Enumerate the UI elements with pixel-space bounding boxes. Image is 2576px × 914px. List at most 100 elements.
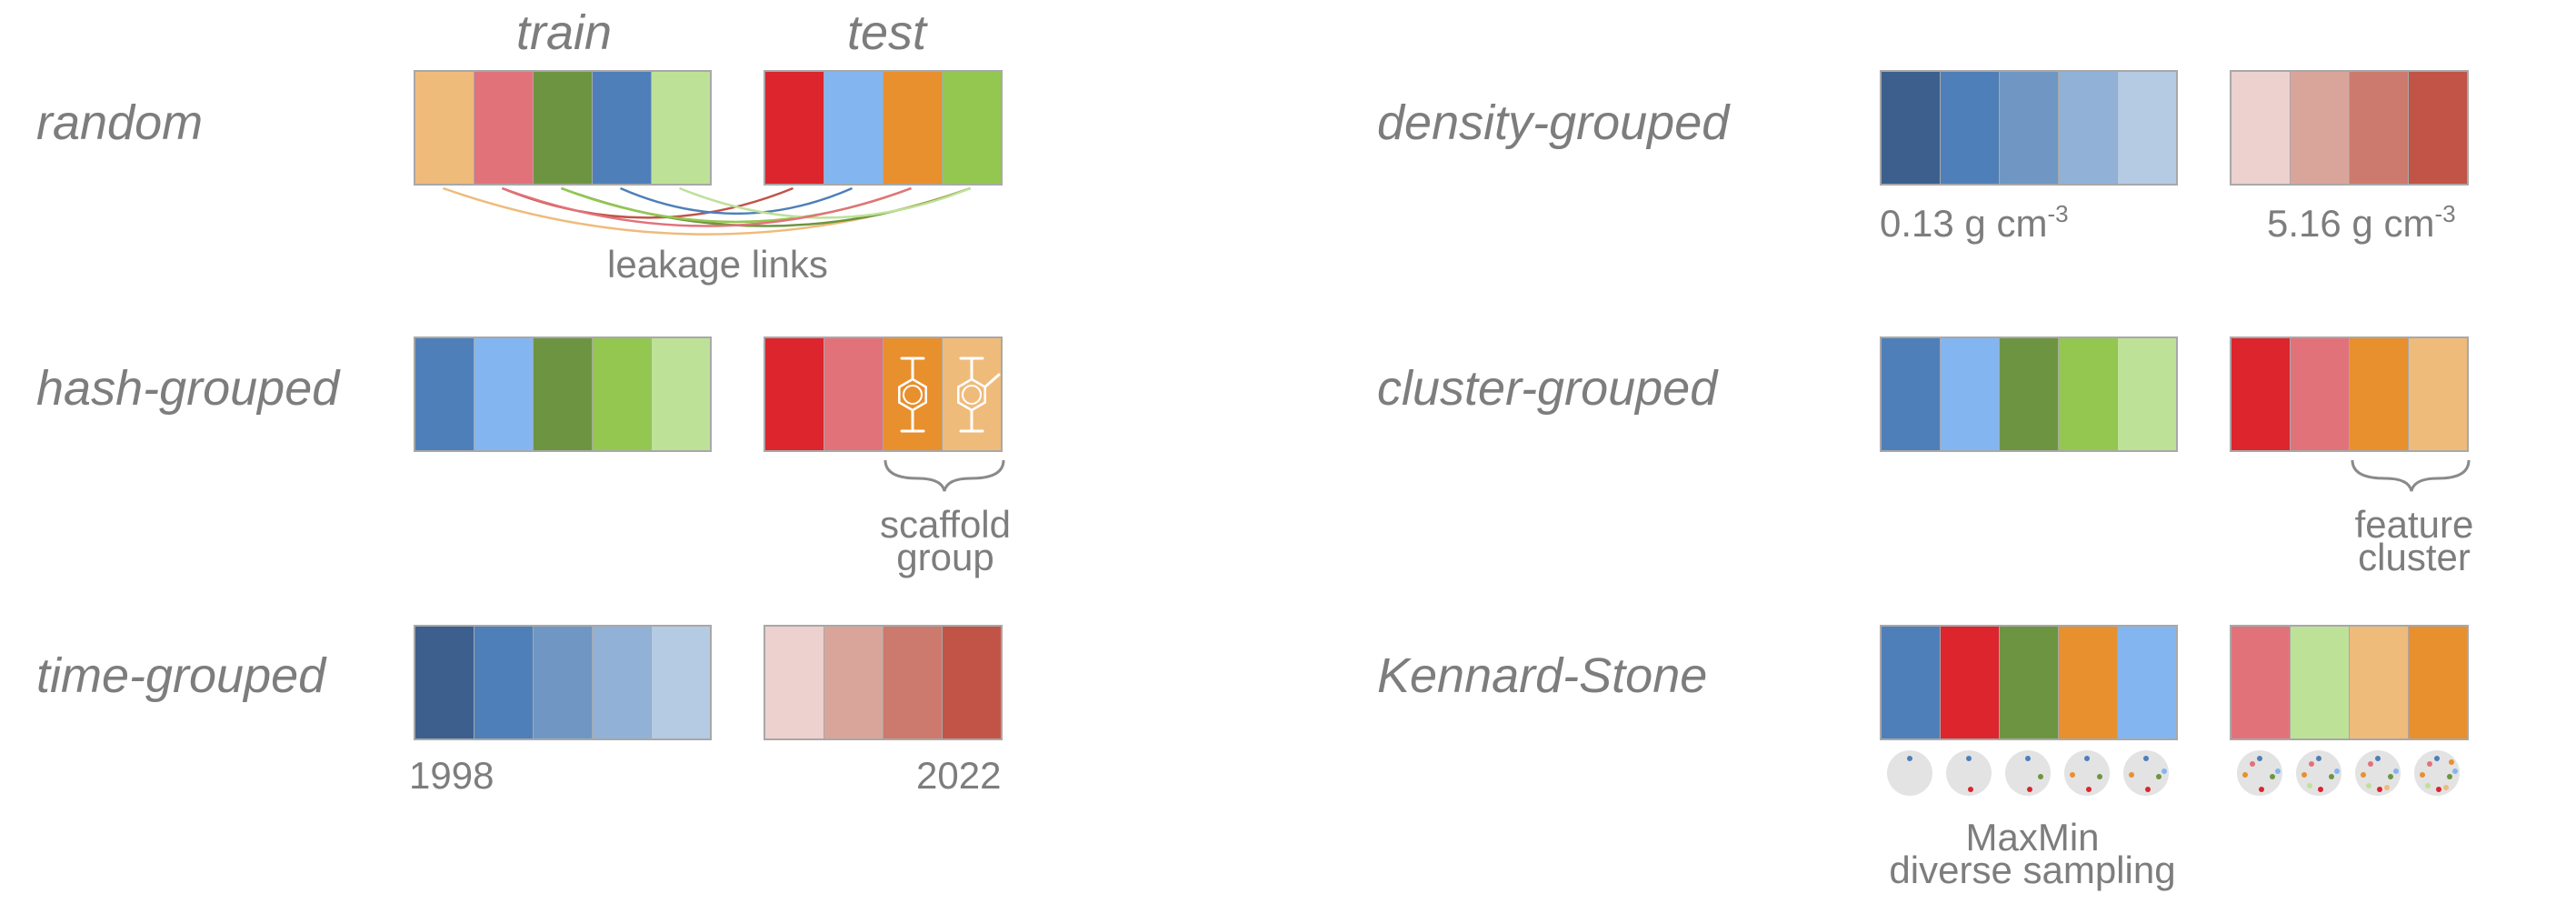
- train-cell-lightgreen: [652, 338, 710, 450]
- test-cell-orange: [884, 72, 943, 184]
- sample-circle: [2237, 750, 2282, 796]
- train-cell-blue: [593, 72, 652, 184]
- test-cell-red: [765, 72, 824, 184]
- test-cell-peach: [943, 338, 1001, 450]
- sample-dot: [1907, 756, 1912, 761]
- train-header: train: [516, 5, 613, 60]
- sample-dot: [2449, 759, 2454, 765]
- sample-circle: [2123, 750, 2169, 796]
- caption-line: diverse sampling: [1889, 849, 2176, 891]
- sample-circle: [1887, 750, 1932, 796]
- test-cell-terracotta: [2350, 72, 2409, 184]
- sample-dot: [2307, 783, 2312, 788]
- test-strip-cluster-grouped: [2230, 336, 2469, 452]
- test-cell-red: [765, 338, 824, 450]
- train-strip-density-grouped: [1880, 70, 2178, 186]
- train-cell-navy: [415, 627, 474, 738]
- test-cell-salmon: [2291, 338, 2350, 450]
- test-cell-orange: [884, 338, 943, 450]
- sample-dot: [2270, 774, 2275, 779]
- train-cell-steel: [534, 627, 593, 738]
- test-cell-orange: [2409, 627, 2467, 738]
- sample-dot: [2361, 772, 2366, 778]
- test-cell-salmon: [824, 338, 884, 450]
- sample-dot: [2393, 768, 2399, 774]
- test-cell-pink: [2232, 72, 2291, 184]
- train-cell-red: [1941, 627, 2000, 738]
- train-cell-lightgreen: [2118, 338, 2176, 450]
- train-cell-skyblue: [474, 338, 534, 450]
- test-cell-peach: [2409, 338, 2467, 450]
- density-min-exponent: -3: [2047, 200, 2069, 227]
- sample-dot: [2329, 774, 2334, 779]
- train-cell-salmon: [474, 72, 534, 184]
- row-label-time-grouped: time-grouped: [36, 648, 326, 703]
- sample-dot: [2257, 756, 2262, 761]
- leakage-links-caption: leakage links: [607, 243, 828, 286]
- sample-dot: [2145, 787, 2151, 792]
- train-cell-lightblue: [652, 627, 710, 738]
- train-cell-blue: [474, 627, 534, 738]
- caption-line: group: [896, 536, 994, 578]
- density-min-value: 0.13 g cm: [1880, 202, 2048, 245]
- row-label-kennard-stone: Kennard-Stone: [1377, 648, 1708, 703]
- sample-dot: [2334, 768, 2340, 774]
- train-strip-hash-grouped: [414, 336, 712, 452]
- train-strip-time-grouped: [414, 625, 712, 740]
- sample-dot: [2318, 787, 2323, 792]
- year-end-caption: 2022: [916, 754, 1002, 797]
- benzene-ring-icon: [898, 357, 927, 433]
- train-cell-green: [2059, 338, 2118, 450]
- train-strip-random: [414, 70, 712, 186]
- year-start-caption: 1998: [409, 754, 494, 797]
- train-cell-olive: [534, 72, 593, 184]
- sample-dot: [2162, 768, 2167, 774]
- caption-line: feature: [2354, 503, 2474, 546]
- maxmin-caption: MaxMin diverse sampling: [1869, 819, 2196, 889]
- test-cell-pink: [765, 627, 824, 738]
- sample-dot: [2129, 772, 2134, 778]
- feature-cluster-caption: feature cluster: [2332, 506, 2496, 577]
- sample-dot: [2377, 787, 2382, 792]
- sample-dot: [2275, 768, 2281, 774]
- test-cell-orange: [2350, 338, 2409, 450]
- test-cell-rose: [824, 627, 884, 738]
- sample-dot: [2443, 785, 2449, 790]
- sample-dot: [2384, 785, 2390, 790]
- train-cell-green: [593, 338, 652, 450]
- sample-dot: [2242, 772, 2248, 778]
- sample-dot: [2038, 774, 2043, 779]
- row-label-random: random: [36, 95, 204, 150]
- test-strip-density-grouped: [2230, 70, 2469, 186]
- sample-dot: [2452, 768, 2458, 774]
- train-strip-kennard-stone: [1880, 625, 2178, 740]
- train-cell-lightgreen: [652, 72, 710, 184]
- train-cell-blue: [1882, 627, 1941, 738]
- sample-dot: [2375, 756, 2381, 761]
- sample-dot: [2259, 787, 2264, 792]
- sample-dot: [2301, 772, 2307, 778]
- sample-dot: [2084, 756, 2090, 761]
- train-cell-olive: [534, 338, 593, 450]
- caption-line: scaffold: [880, 503, 1011, 546]
- train-cell-olive: [2000, 627, 2059, 738]
- caption-line: cluster: [2358, 536, 2471, 578]
- train-cell-blue: [1941, 72, 2000, 184]
- sample-dot: [2368, 761, 2373, 767]
- sample-circle: [2005, 750, 2051, 796]
- leakage-link-arc: [502, 186, 912, 227]
- test-cell-peach: [2350, 627, 2409, 738]
- train-cell-blue: [1882, 338, 1941, 450]
- caption-line: MaxMin: [1965, 816, 2100, 859]
- train-cell-steel: [2000, 72, 2059, 184]
- train-cell-skyblue: [1941, 338, 2000, 450]
- test-strip-kennard-stone: [2230, 625, 2469, 740]
- sample-dot: [2427, 761, 2432, 767]
- sample-circle: [2355, 750, 2401, 796]
- test-strip-time-grouped: [764, 625, 1003, 740]
- sample-circle: [2296, 750, 2341, 796]
- sample-dot: [1968, 787, 1973, 792]
- benzene-ring-icon: [957, 357, 1001, 433]
- sample-dot: [2425, 783, 2431, 788]
